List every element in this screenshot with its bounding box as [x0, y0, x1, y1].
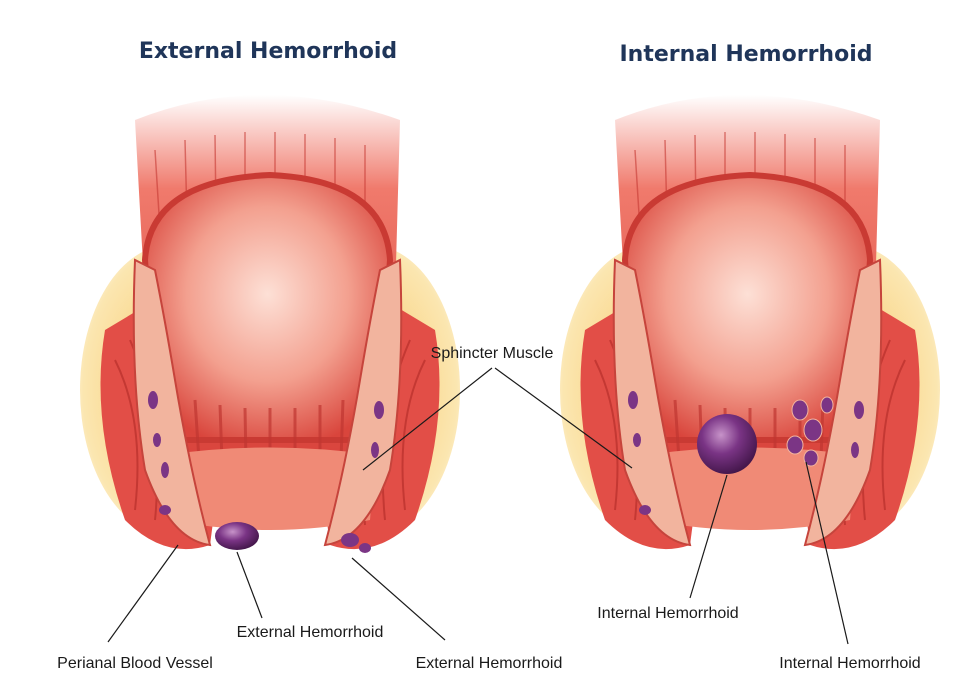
label-sphincter-muscle: Sphincter Muscle: [431, 345, 554, 362]
leader-external-center: [237, 552, 262, 618]
label-internal-hemorrhoid-center: Internal Hemorrhoid: [597, 605, 738, 622]
external-hemorrhoid-illustration: [80, 95, 460, 553]
internal-hemorrhoid-bulge: [697, 414, 757, 474]
title-internal: Internal Hemorrhoid: [620, 42, 873, 67]
external-hemorrhoid-bulge: [215, 522, 259, 550]
internal-hemorrhoid-illustration: [560, 95, 940, 549]
label-external-hemorrhoid-center: External Hemorrhoid: [237, 624, 384, 641]
leader-perianal: [108, 545, 178, 642]
label-external-hemorrhoid-right: External Hemorrhoid: [416, 655, 563, 672]
title-external: External Hemorrhoid: [139, 39, 397, 64]
label-internal-hemorrhoid-right: Internal Hemorrhoid: [779, 655, 920, 672]
label-perianal-blood-vessel: Perianal Blood Vessel: [57, 655, 213, 672]
